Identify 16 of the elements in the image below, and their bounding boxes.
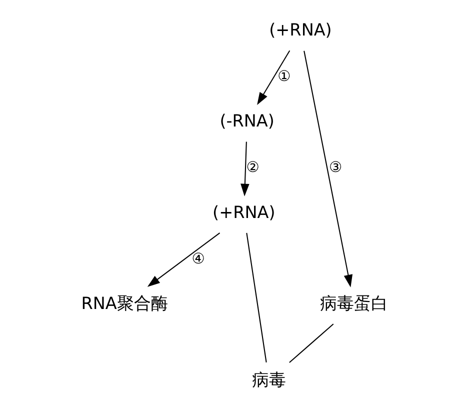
node-text: 病毒蛋白 <box>319 292 388 313</box>
arrow <box>256 50 290 106</box>
arrow <box>240 142 249 196</box>
node-text: (+RNA) <box>212 202 275 222</box>
edge-label: ④ <box>191 250 204 268</box>
connector <box>246 232 266 362</box>
edge-label: ① <box>277 68 290 86</box>
arrow <box>303 50 352 288</box>
node-text: RNA聚合酶 <box>80 292 168 313</box>
node-text: 病毒 <box>252 369 286 390</box>
arrow <box>146 232 220 287</box>
edge-label: ③ <box>328 159 342 176</box>
connector <box>288 324 334 363</box>
node-text: (-RNA) <box>219 110 274 131</box>
node-text: (+RNA) <box>268 20 332 40</box>
edge-label: ② <box>246 159 259 176</box>
